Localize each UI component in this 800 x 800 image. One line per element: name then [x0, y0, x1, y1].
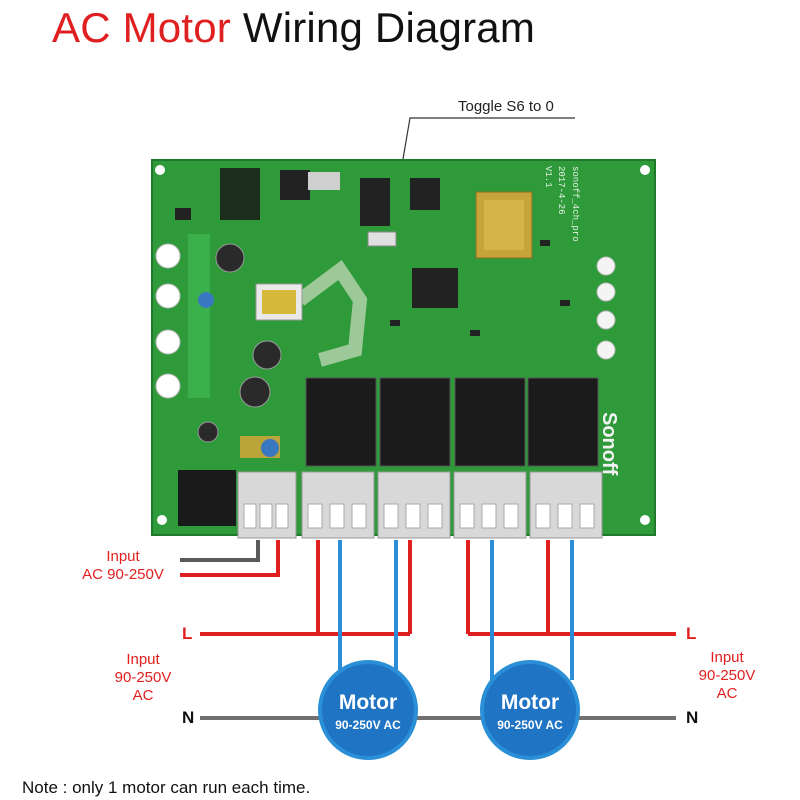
board-version: V1.1 [543, 166, 553, 188]
dip-switch [360, 178, 390, 226]
live-label-left: L [182, 624, 193, 643]
motor-left [318, 660, 418, 760]
input-right-line1: Input [710, 649, 744, 666]
relay [454, 377, 526, 467]
input-ac-label: Input AC 90-250V [62, 548, 184, 584]
status-led [596, 282, 616, 302]
input-ac-line2: AC 90-250V [82, 566, 164, 583]
pcb-button [155, 329, 181, 355]
input-left-line2: 90-250V [114, 669, 172, 686]
relay [379, 377, 451, 467]
motor-right-title: Motor [500, 691, 560, 714]
status-led [596, 310, 616, 330]
title-accent: AC Motor [52, 4, 231, 51]
board-brand: Sonoff [598, 412, 620, 476]
relay-group [305, 377, 599, 467]
mcu-chip [412, 268, 458, 308]
motor-right [480, 660, 580, 760]
motor-wires [338, 540, 574, 680]
input-right-label: Input 90-250V AC [682, 649, 772, 703]
footnote: Note : only 1 motor can run each time. [22, 778, 311, 797]
neutral-label-left: N [182, 708, 195, 727]
motor-left-rating: 90-250V AC [335, 718, 401, 732]
input-right-line3: AC [716, 685, 738, 702]
mount-hole [640, 515, 650, 525]
toggle-s6-label: Toggle S6 to 0 [458, 98, 554, 115]
pcb-button [155, 243, 181, 269]
board-model: sonoff_4ch_pro [570, 166, 580, 242]
live-label-right: L [686, 624, 697, 643]
motor-right-rating: 90-250V AC [497, 718, 563, 732]
status-led [596, 340, 616, 360]
input-left-line3: AC [132, 687, 154, 704]
pcb-button [155, 283, 181, 309]
page-title: AC Motor Wiring Diagram [52, 4, 535, 52]
live-wires [200, 540, 676, 636]
dip-switch [410, 178, 440, 210]
input-left-line1: Input [126, 651, 160, 668]
relay [305, 377, 377, 467]
mount-hole [157, 515, 167, 525]
dc-jack [178, 470, 236, 526]
mount-hole [155, 165, 165, 175]
input-ac-line1: Input [106, 548, 140, 565]
input-left-label: Input 90-250V AC [98, 651, 188, 705]
switch-s6 [367, 231, 397, 247]
relay [527, 377, 599, 467]
pcb-button [155, 373, 181, 399]
mount-hole [640, 165, 650, 175]
board-date: 2017-4-26 [556, 166, 566, 215]
terminal-blocks [237, 471, 603, 539]
status-led [596, 256, 616, 276]
input-right-line2: 90-250V [698, 667, 756, 684]
motor-left-title: Motor [338, 691, 398, 714]
title-main: Wiring Diagram [242, 4, 536, 51]
neutral-label-right: N [686, 708, 699, 727]
power-input-wires [180, 540, 280, 577]
